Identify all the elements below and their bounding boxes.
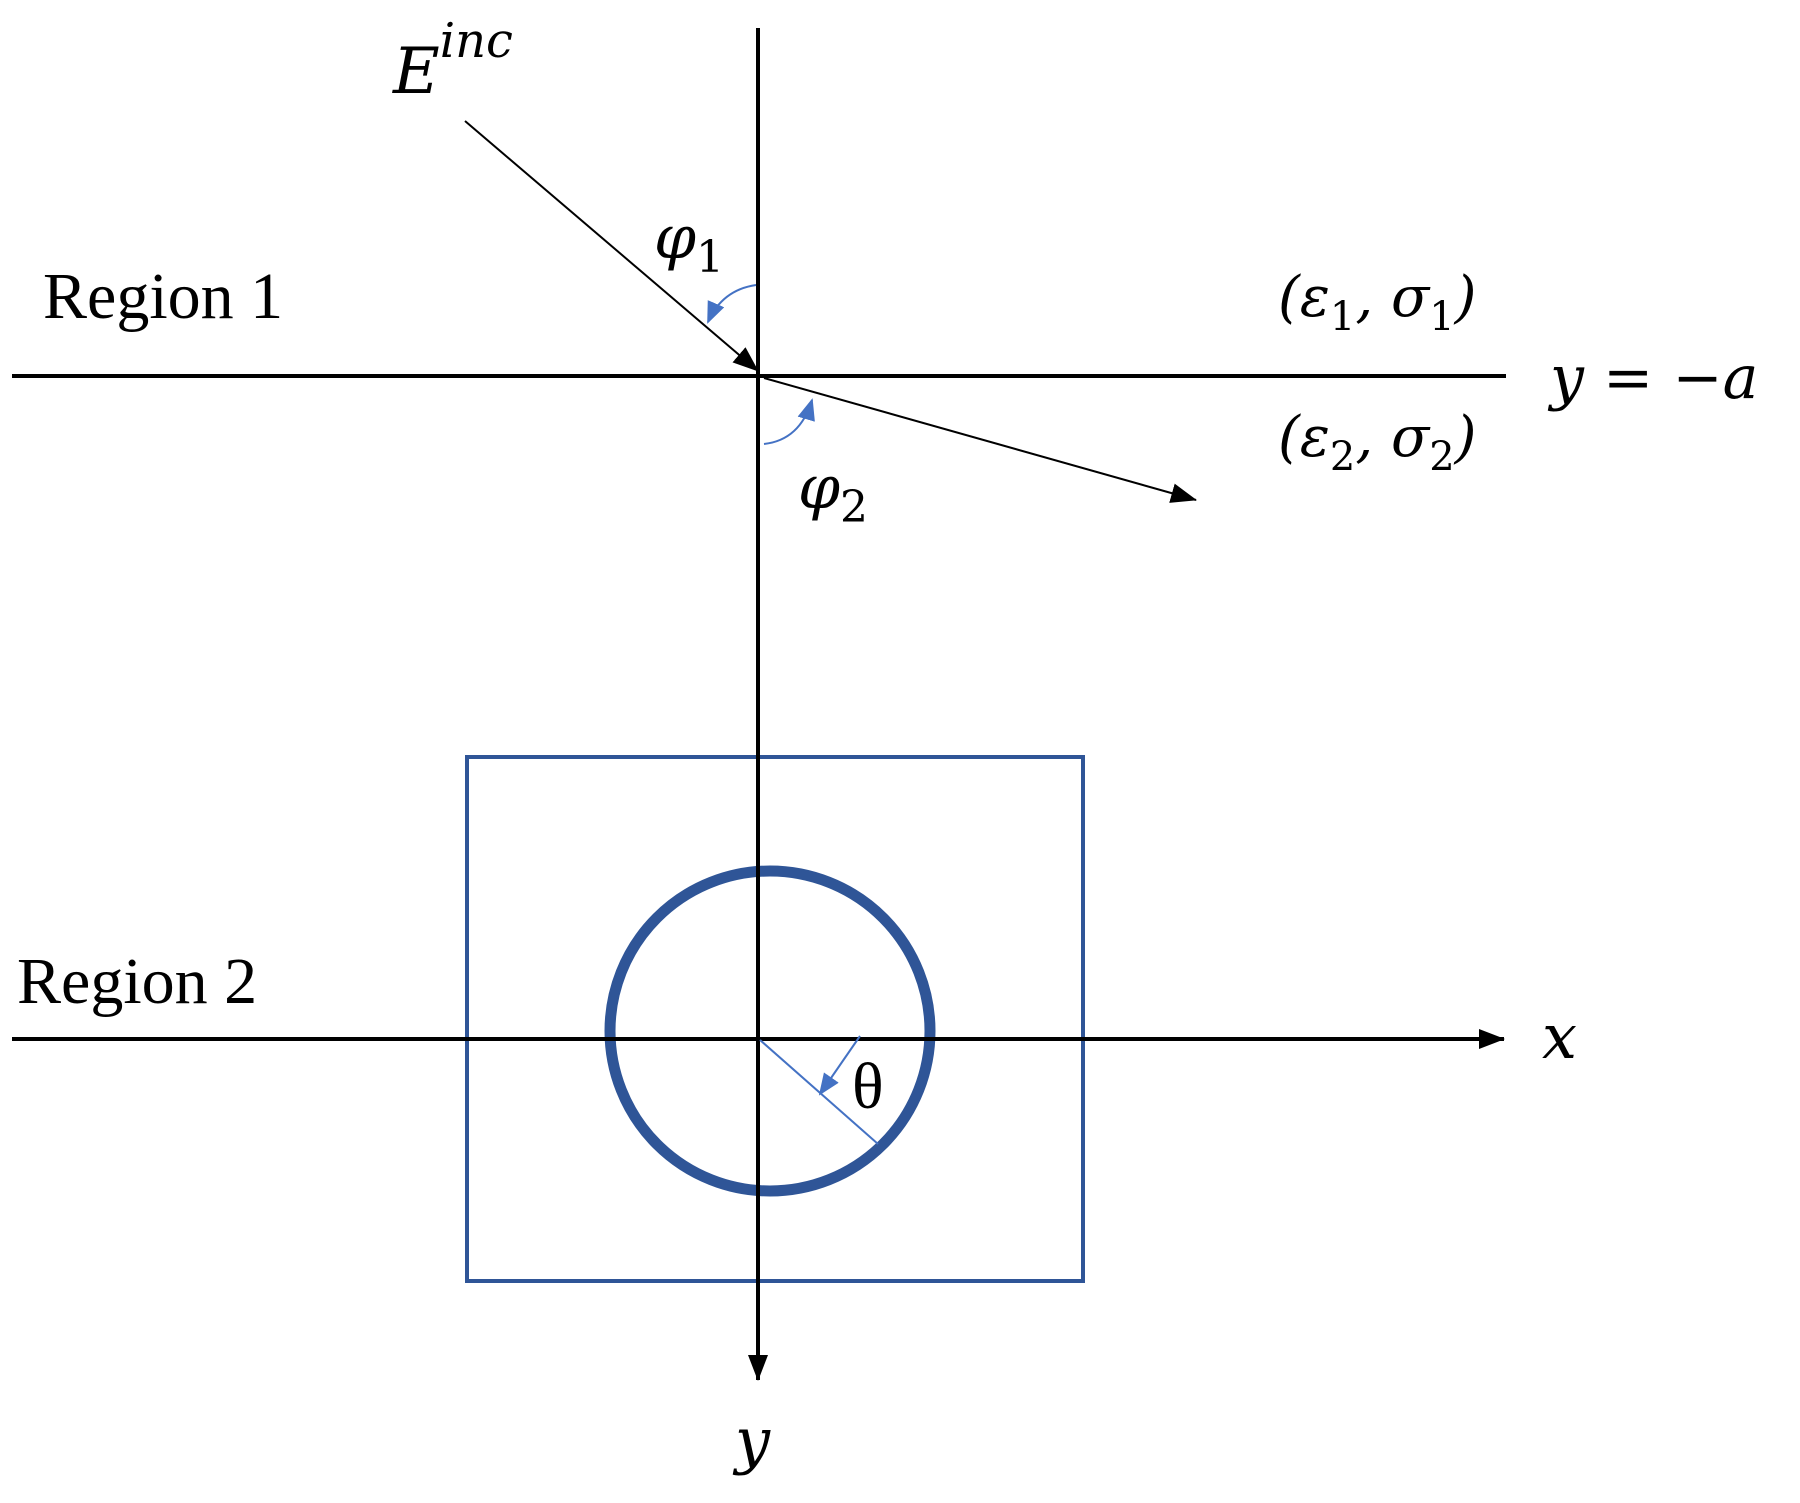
incident-ray (464, 120, 759, 372)
region2-label: Region 2 (17, 945, 257, 1018)
phi1-angle-arc (707, 284, 757, 324)
theta-angle-arc (818, 1035, 861, 1096)
medium1-label: (ε1, σ1) (1278, 265, 1477, 340)
transmitted-ray (763, 377, 1197, 503)
incident-field-label: Einc (392, 13, 513, 109)
x-axis-label: x (1542, 1000, 1577, 1073)
phi2-label: φ2 (798, 453, 868, 533)
y-axis-label: y (732, 1404, 771, 1477)
scatterer-circle (604, 865, 936, 1197)
region2-box (465, 755, 1085, 1283)
region1-label: Region 1 (43, 260, 283, 333)
medium2-label: (ε2, σ2) (1278, 405, 1477, 480)
theta-label: θ (852, 1050, 884, 1123)
phi2-angle-arc (763, 398, 815, 445)
phi1-label: φ1 (654, 203, 724, 283)
interface-label: y = −a (1547, 343, 1758, 413)
